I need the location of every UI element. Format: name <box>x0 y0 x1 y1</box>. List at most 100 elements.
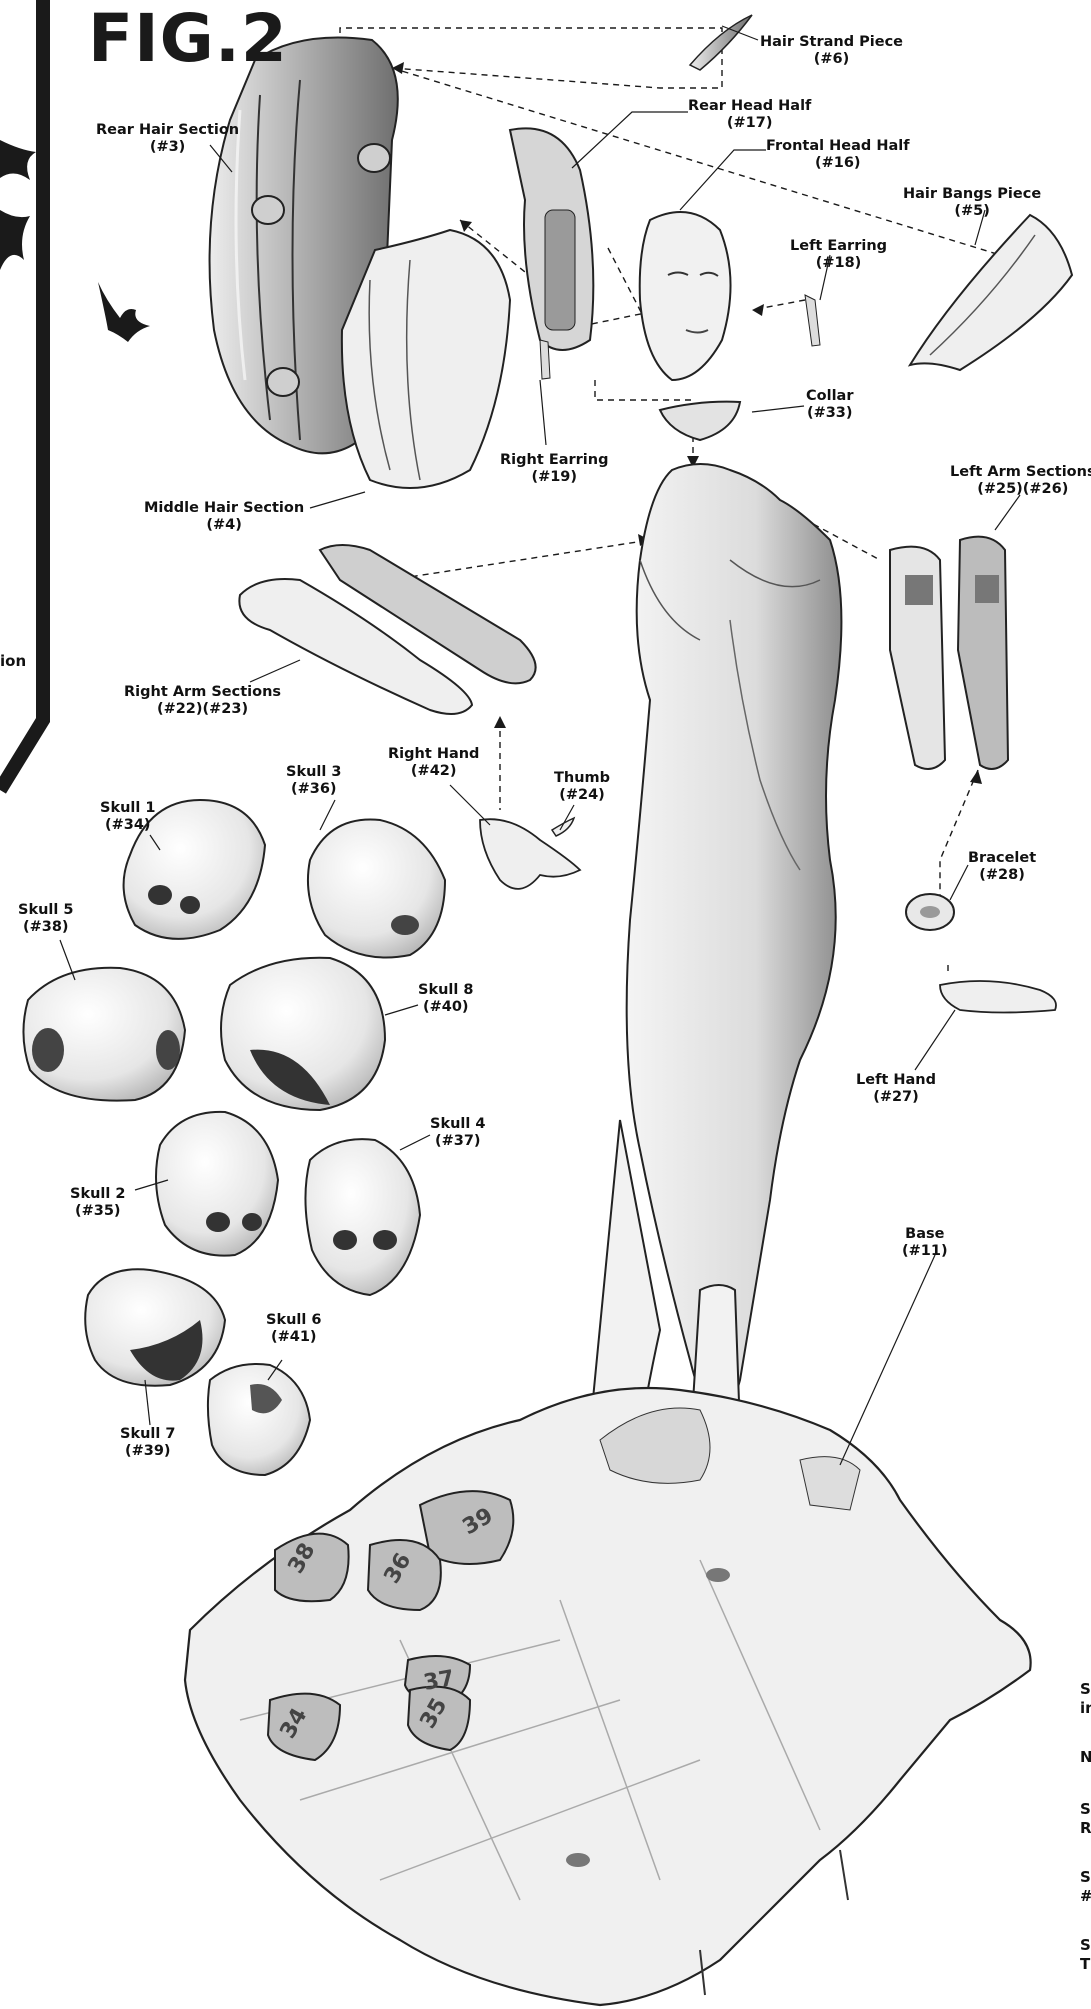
callout-collar: Collar (#33) <box>806 388 853 422</box>
part-name: Right Arm Sections <box>124 684 281 700</box>
skull-5 <box>23 968 185 1101</box>
cropped-right-text: S <box>1080 1868 1091 1887</box>
callout-right-earring: Right Earring (#19) <box>500 452 608 486</box>
callout-skull-2: Skull 2 (#35) <box>70 1186 126 1220</box>
callout-rear-head-half: Rear Head Half (#17) <box>688 98 811 132</box>
part-number: (#18) <box>790 255 887 272</box>
cropped-right-text: # <box>1080 1887 1091 1906</box>
part-name: Rear Head Half <box>688 98 811 114</box>
cropped-right-text: S <box>1080 1680 1091 1699</box>
rear-head-half <box>510 128 593 350</box>
callout-right-arm-sections: Right Arm Sections (#22)(#23) <box>124 684 281 718</box>
callout-frontal-head-half: Frontal Head Half (#16) <box>766 138 910 172</box>
part-name: Skull 2 <box>70 1186 126 1202</box>
part-number: (#28) <box>968 867 1036 884</box>
part-number: (#40) <box>418 999 474 1016</box>
part-number: (#38) <box>18 919 74 936</box>
part-number: (#35) <box>70 1203 126 1220</box>
callout-bracelet: Bracelet (#28) <box>968 850 1036 884</box>
part-name: Right Hand <box>388 746 479 762</box>
callout-middle-hair-section: Middle Hair Section (#4) <box>144 500 304 534</box>
callout-base: Base (#11) <box>902 1226 948 1260</box>
callout-left-arm-sections: Left Arm Sections (#25)(#26) <box>950 464 1091 498</box>
skull-8 <box>221 958 385 1110</box>
hair-strand-piece <box>690 15 752 70</box>
bracelet <box>906 894 954 930</box>
callout-left-hand: Left Hand (#27) <box>856 1072 936 1106</box>
part-name: Rear Hair Section <box>96 122 239 138</box>
callout-rear-hair-section: Rear Hair Section (#3) <box>96 122 239 156</box>
cropped-right-text: R <box>1080 1819 1091 1838</box>
part-name: Left Arm Sections <box>950 464 1091 480</box>
part-number: (#4) <box>144 517 304 534</box>
part-number: (#36) <box>286 781 342 798</box>
part-name: Middle Hair Section <box>144 500 304 516</box>
part-name: Left Earring <box>790 238 887 254</box>
collar <box>660 402 740 440</box>
skull-3 <box>308 820 445 958</box>
right-earring <box>540 340 550 379</box>
callout-left-earring: Left Earring (#18) <box>790 238 887 272</box>
part-name: Skull 5 <box>18 902 74 918</box>
part-name: Skull 8 <box>418 982 474 998</box>
part-number: (#25)(#26) <box>950 481 1091 498</box>
skull-6 <box>208 1364 310 1475</box>
part-number: (#19) <box>500 469 608 486</box>
callout-skull-7: Skull 7 (#39) <box>120 1426 176 1460</box>
bat-icon <box>0 140 150 342</box>
part-number: (#16) <box>766 155 910 172</box>
cropped-right-text: S <box>1080 1936 1091 1955</box>
part-name: Hair Bangs Piece <box>903 186 1041 202</box>
part-name: Skull 1 <box>100 800 156 816</box>
part-number: (#33) <box>806 405 853 422</box>
callout-thumb: Thumb (#24) <box>554 770 610 804</box>
part-name: Hair Strand Piece <box>760 34 903 50</box>
part-number: (#24) <box>554 787 610 804</box>
part-number: (#37) <box>430 1133 486 1150</box>
part-name: Right Earring <box>500 452 608 468</box>
left-panel-border <box>0 0 43 790</box>
cropped-right-text: in <box>1080 1699 1091 1718</box>
figure-title: FIG.2 <box>88 6 288 72</box>
skull-4 <box>305 1139 420 1295</box>
left-earring <box>805 295 820 346</box>
part-number: (#34) <box>100 817 156 834</box>
part-name: Skull 3 <box>286 764 342 780</box>
part-name: Left Hand <box>856 1072 936 1088</box>
frontal-head-half <box>640 212 731 380</box>
part-number: (#27) <box>856 1089 936 1106</box>
callout-right-hand: Right Hand (#42) <box>388 746 479 780</box>
skull-2 <box>156 1112 278 1256</box>
cropped-right-text: T <box>1080 1955 1090 1974</box>
callout-hair-strand-piece: Hair Strand Piece (#6) <box>760 34 903 68</box>
part-number: (#22)(#23) <box>124 701 281 718</box>
left-arm-sections <box>890 537 1008 769</box>
skull-7 <box>85 1269 225 1385</box>
part-number: (#42) <box>388 763 479 780</box>
part-number: (#39) <box>120 1443 176 1460</box>
part-number: (#5) <box>903 203 1041 220</box>
part-number: (#6) <box>760 51 903 68</box>
callout-skull-4: Skull 4 (#37) <box>430 1116 486 1150</box>
middle-hair-section <box>342 230 510 488</box>
callout-skull-5: Skull 5 (#38) <box>18 902 74 936</box>
hair-bangs-piece <box>910 215 1072 370</box>
callout-skull-8: Skull 8 (#40) <box>418 982 474 1016</box>
part-number: (#3) <box>96 139 239 156</box>
cropped-right-text: S <box>1080 1800 1091 1819</box>
part-name: Thumb <box>554 770 610 786</box>
callout-skull-6: Skull 6 (#41) <box>266 1312 322 1346</box>
socket-number: 37 <box>422 1666 457 1696</box>
part-name: Base <box>905 1226 944 1242</box>
part-number: (#17) <box>688 115 811 132</box>
part-name: Skull 4 <box>430 1116 486 1132</box>
callout-hair-bangs-piece: Hair Bangs Piece (#5) <box>903 186 1041 220</box>
thumb <box>552 818 574 836</box>
cropped-right-text: N <box>1080 1748 1091 1767</box>
left-hand <box>940 981 1056 1013</box>
callout-skull-3: Skull 3 (#36) <box>286 764 342 798</box>
callout-skull-1: Skull 1 (#34) <box>100 800 156 834</box>
part-name: Skull 6 <box>266 1312 322 1328</box>
